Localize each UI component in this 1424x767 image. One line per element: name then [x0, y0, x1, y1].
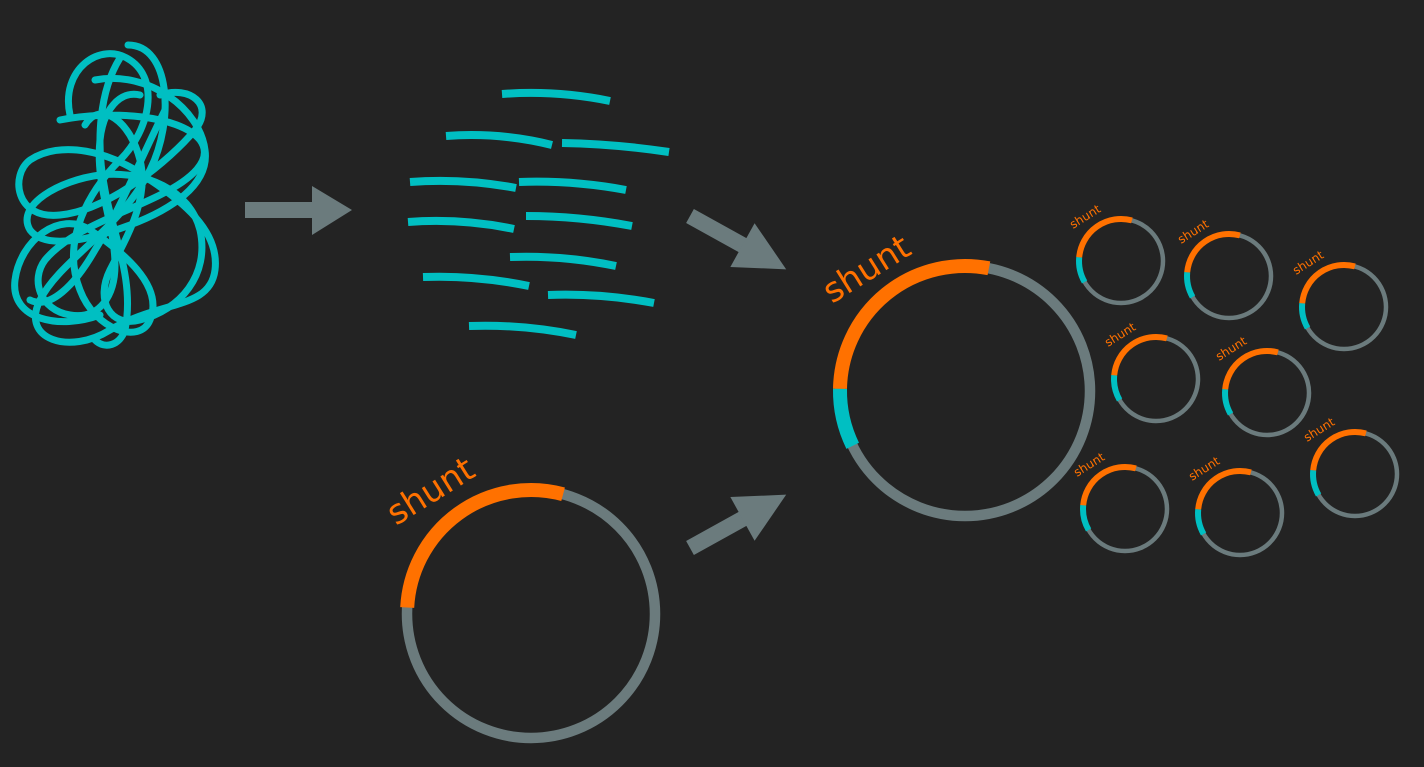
- shunt-segment: [1195, 467, 1252, 510]
- library-plasmid: shunt: [1102, 320, 1201, 424]
- assembled-plasmid: shunt: [816, 227, 1096, 522]
- arrow-icon: [686, 494, 787, 555]
- template-plasmid: shunt: [380, 449, 661, 744]
- shunt-segment: [400, 483, 565, 608]
- library-plasmid: shunt: [1175, 217, 1274, 321]
- shunt-segment: [1184, 230, 1241, 273]
- shunt-label: shunt: [380, 449, 482, 534]
- shunt-segment: [1299, 261, 1356, 304]
- sequence-fragments-icon: [407, 88, 670, 339]
- insert-segment: [1184, 272, 1196, 299]
- insert-segment: [1076, 257, 1088, 284]
- shunt-segment: [833, 259, 991, 389]
- library-plasmid: shunt: [1213, 334, 1312, 438]
- plasmid: shunt: [380, 449, 661, 744]
- insert-segment: [1111, 375, 1123, 402]
- insert-segment: [1080, 505, 1092, 532]
- library-plasmid: shunt: [1301, 415, 1400, 519]
- library-plasmid: shunt: [1186, 454, 1285, 558]
- shunt-segment: [1076, 215, 1133, 258]
- library-plasmid: shunt: [1071, 450, 1170, 554]
- library-plasmid: shunt: [1290, 248, 1389, 352]
- shunt-label: shunt: [816, 227, 918, 312]
- shunt-segment: [1222, 347, 1279, 390]
- shunt-segment: [1111, 333, 1168, 376]
- plasmid: shunt: [816, 227, 1096, 522]
- library-plasmid: shunt: [1067, 202, 1166, 306]
- insert-segment: [832, 388, 860, 449]
- insert-segment: [1195, 509, 1207, 536]
- insert-segment: [1310, 470, 1322, 497]
- insert-segment: [1299, 303, 1311, 330]
- insert-segment: [1222, 389, 1234, 416]
- shunt-segment: [1310, 428, 1367, 471]
- shunt-segment: [1080, 463, 1137, 506]
- arrow-icon: [686, 209, 787, 270]
- arrow-icon: [245, 186, 352, 235]
- tangled-dna-icon: [11, 41, 219, 349]
